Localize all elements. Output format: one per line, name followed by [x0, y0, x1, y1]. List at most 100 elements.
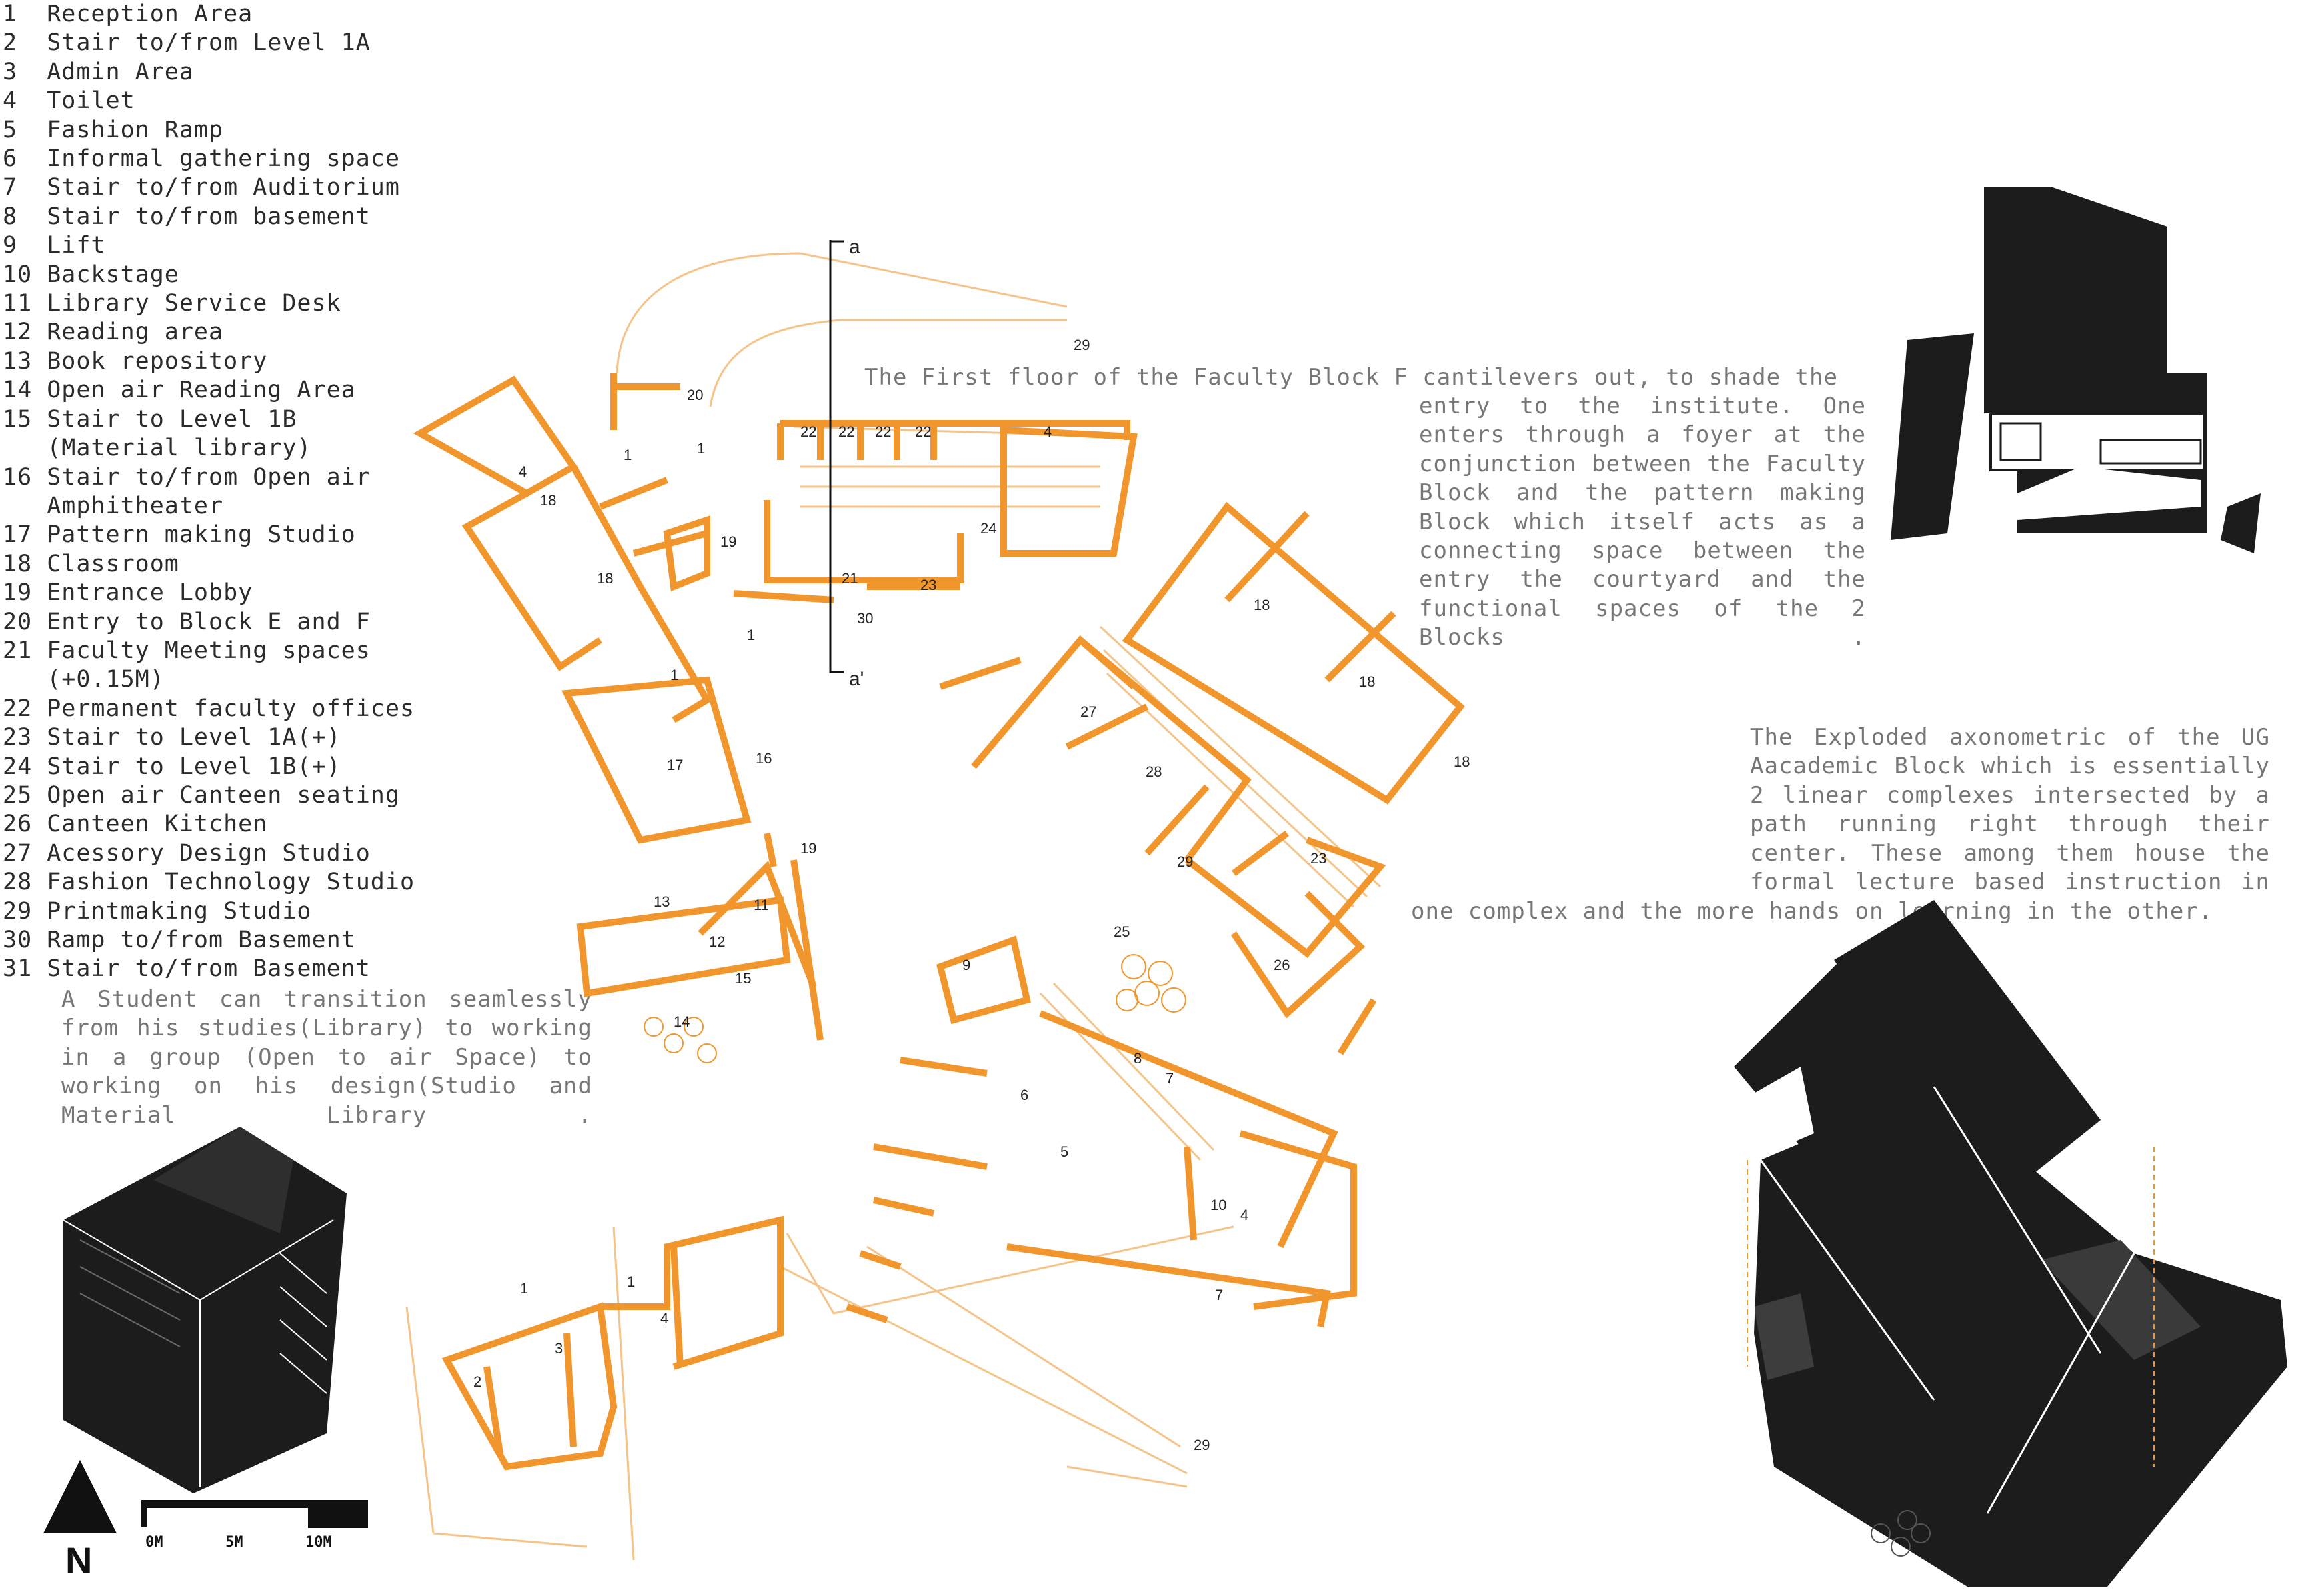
- plan-label-l16: 16: [756, 750, 772, 767]
- legend-item: (+0.15M): [3, 666, 165, 693]
- plan-label-l1c: 1: [670, 667, 678, 683]
- plan-label-l18d: 18: [1359, 673, 1375, 690]
- plan-label-l1b: 1: [697, 440, 705, 457]
- plan-label-l20: 20: [687, 387, 703, 403]
- para-line: entry the courtyard and the: [1419, 566, 1866, 593]
- plan-label-l23a: 23: [920, 577, 936, 593]
- para-line: entry to the institute. One: [1419, 393, 1866, 419]
- plan-label-l2: 2: [473, 1373, 481, 1390]
- plan-label-l4b: 4: [1044, 423, 1052, 440]
- legend-item: 22 Permanent faculty offices: [3, 695, 415, 722]
- exploded-axo-description-last: one complex and the more hands on learni…: [1411, 897, 2278, 926]
- north-label: N: [65, 1539, 92, 1581]
- para-line: working on his design(Studio and: [61, 1073, 592, 1100]
- plan-label-l3: 3: [555, 1340, 563, 1357]
- plan-label-l10: 10: [1210, 1197, 1226, 1213]
- para-line: A Student can transition seamlessly: [61, 986, 592, 1013]
- legend-item: 7 Stair to/from Auditorium: [3, 174, 400, 201]
- scale-label-10: 10M: [305, 1534, 332, 1551]
- para-line: enters through a foyer at the: [1419, 421, 1866, 449]
- legend-item: 9 Lift: [3, 232, 106, 259]
- plan-label-l7a: 7: [1166, 1070, 1174, 1087]
- legend-item: Amphitheater: [3, 492, 224, 519]
- para-line: center. These among them house the: [1750, 839, 2270, 867]
- legend-item: 24 Stair to Level 1B(+): [3, 753, 341, 780]
- plan-label-l15: 15: [735, 970, 751, 987]
- legend-item: 16 Stair to/from Open air: [3, 463, 371, 491]
- section-line: [829, 240, 844, 673]
- plan-label-l26: 26: [1274, 957, 1290, 973]
- canteen-seating: [644, 954, 1186, 1063]
- plan-label-l1f: 1: [627, 1273, 635, 1290]
- legend-item: 10 Backstage: [3, 261, 179, 288]
- plan-label-l22a: 22: [800, 423, 816, 440]
- plan-label-l1e: 1: [520, 1280, 528, 1297]
- plan-label-l1d: 1: [747, 627, 755, 643]
- para-line: Blocks .: [1419, 624, 1866, 651]
- para-line: in a group (Open to air Space) to: [61, 1043, 592, 1071]
- legend-item: 26 Canteen Kitchen: [3, 811, 268, 838]
- plan-label-l25: 25: [1114, 923, 1130, 940]
- plan-label-l5: 5: [1060, 1143, 1068, 1160]
- legend-item: 31 Stair to/from Basement: [3, 955, 371, 983]
- para-line: Material Library .: [61, 1101, 592, 1129]
- faculty-block-description: The First floor of the Faculty Block F c…: [864, 363, 1867, 392]
- plan-label-l18a: 18: [540, 492, 556, 509]
- para-line: one complex and the more hands on learni…: [1411, 898, 2213, 925]
- floor-plan-walls: [413, 373, 1465, 1471]
- plan-label-l8: 8: [1134, 1050, 1142, 1067]
- plan-label-l21: 21: [842, 570, 858, 587]
- plan-label-l7b: 7: [1215, 1287, 1223, 1303]
- para-line: from his studies(Library) to working: [61, 1015, 592, 1042]
- legend-item: 12 Reading area: [3, 319, 224, 346]
- plan-label-l9: 9: [962, 957, 970, 973]
- plan-label-l1a: 1: [624, 447, 632, 463]
- plan-label-l27: 27: [1080, 703, 1096, 720]
- plan-label-l29b: 29: [1177, 853, 1193, 870]
- para-line: Block which itself acts as a: [1419, 508, 1866, 535]
- legend-item: 21 Faculty Meeting spaces: [3, 637, 371, 664]
- legend-item: 11 Library Service Desk: [3, 290, 341, 317]
- para-line: The First floor of the Faculty Block F c…: [864, 364, 1838, 391]
- scale-label-0: 0M: [145, 1534, 163, 1551]
- section-drawing: [1891, 187, 2261, 553]
- legend-item: 28 Fashion Technology Studio: [3, 869, 415, 896]
- exploded-axo-description: The Exploded axonometric of the UG Aacad…: [1750, 723, 2270, 897]
- para-line: connecting space between the: [1419, 537, 1866, 565]
- legend-item: 4 Toilet: [3, 87, 135, 115]
- plan-label-l30: 30: [857, 610, 873, 627]
- plan-label-l6: 6: [1020, 1087, 1028, 1103]
- plan-label-l17: 17: [667, 757, 683, 773]
- plan-label-l4a: 4: [519, 463, 527, 480]
- para-line: functional spaces of the 2: [1419, 595, 1866, 622]
- legend-item: 3 Admin Area: [3, 58, 194, 85]
- legend-item: 6 Informal gathering space: [3, 145, 400, 173]
- thin-context-lines: [405, 252, 1382, 1561]
- legend-item: (Material library): [3, 435, 312, 462]
- legend-item: 23 Stair to Level 1A(+): [3, 724, 341, 751]
- plan-label-l13: 13: [654, 893, 670, 910]
- legend-item: 19 Entrance Lobby: [3, 579, 253, 607]
- para-line: path running right through their: [1750, 811, 2270, 838]
- legend-item: 8 Stair to/from basement: [3, 203, 371, 230]
- plan-label-l28: 28: [1146, 763, 1162, 780]
- plan-label-l18e: 18: [1454, 753, 1470, 770]
- scale-bar: [141, 1500, 368, 1528]
- plan-label-l11: 11: [754, 897, 769, 913]
- legend-item: 2 Stair to/from Level 1A: [3, 29, 371, 57]
- student-description: A Student can transition seamlessly from…: [61, 985, 592, 1130]
- section-marker-top: a: [849, 236, 860, 258]
- scale-label-5: 5M: [225, 1534, 243, 1551]
- legend-item: 1 Reception Area: [3, 1, 253, 27]
- legend-item: 29 Printmaking Studio: [3, 897, 312, 925]
- plan-label-l22d: 22: [915, 423, 931, 440]
- plan-label-l22b: 22: [838, 423, 854, 440]
- para-line: formal lecture based instruction in: [1750, 869, 2270, 896]
- plan-label-l19a: 19: [720, 533, 736, 550]
- para-line: The Exploded axonometric of the UG: [1750, 724, 2270, 751]
- plan-label-l29a: 29: [1074, 337, 1090, 353]
- plan-label-l24: 24: [980, 520, 996, 537]
